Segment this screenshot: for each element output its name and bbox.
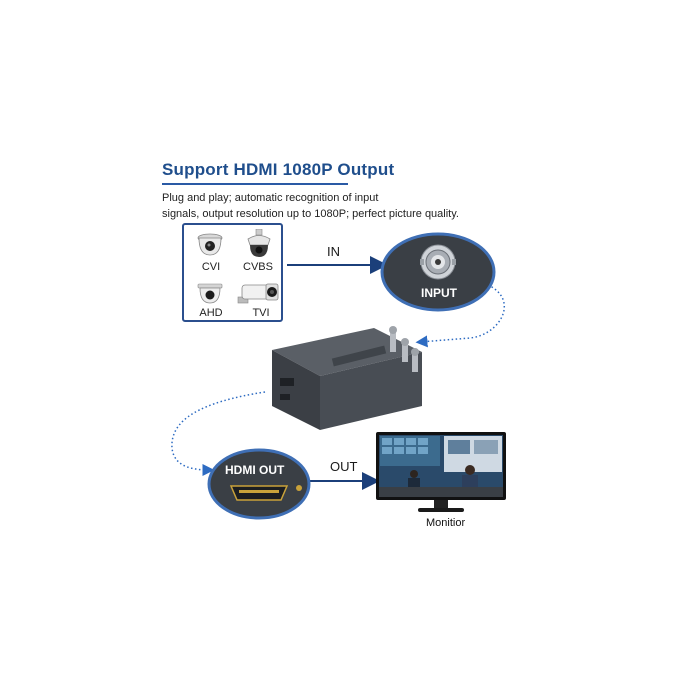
monitor-icon <box>376 432 506 512</box>
camera-label-ahd: AHD <box>199 307 223 319</box>
input-to-device-line <box>415 284 506 348</box>
in-label: IN <box>327 244 340 259</box>
ahd-dome-camera-icon <box>197 283 223 304</box>
device-to-hdmi-line <box>171 391 266 476</box>
input-port-label: INPUT <box>421 286 457 300</box>
cvi-dome-camera-icon <box>197 233 223 256</box>
monitor-label: Monitior <box>426 517 466 529</box>
converter-device <box>272 326 422 430</box>
input-port-badge <box>380 232 496 312</box>
camera-label-cvbs: CVBS <box>243 261 273 273</box>
camera-types-box: CVI CVBS AHD TVI <box>182 223 283 322</box>
description-line-2: signals, output resolution up to 1080P; … <box>162 208 459 220</box>
camera-label-tvi: TVI <box>252 307 270 319</box>
out-label: OUT <box>330 459 358 474</box>
hdmi-out-port-badge <box>207 448 311 520</box>
tvi-bullet-camera-icon <box>237 283 279 304</box>
diagram-title: Support HDMI 1080P Output <box>162 160 395 179</box>
camera-label-cvi: CVI <box>201 261 221 273</box>
title-underline <box>162 183 348 185</box>
description-line-1: Plug and play; automatic recognition of … <box>162 192 379 204</box>
hdmi-out-label: HDMI OUT <box>225 463 285 477</box>
cvbs-speed-dome-icon <box>247 229 271 257</box>
description: Plug and play; automatic recognition of … <box>162 190 492 222</box>
